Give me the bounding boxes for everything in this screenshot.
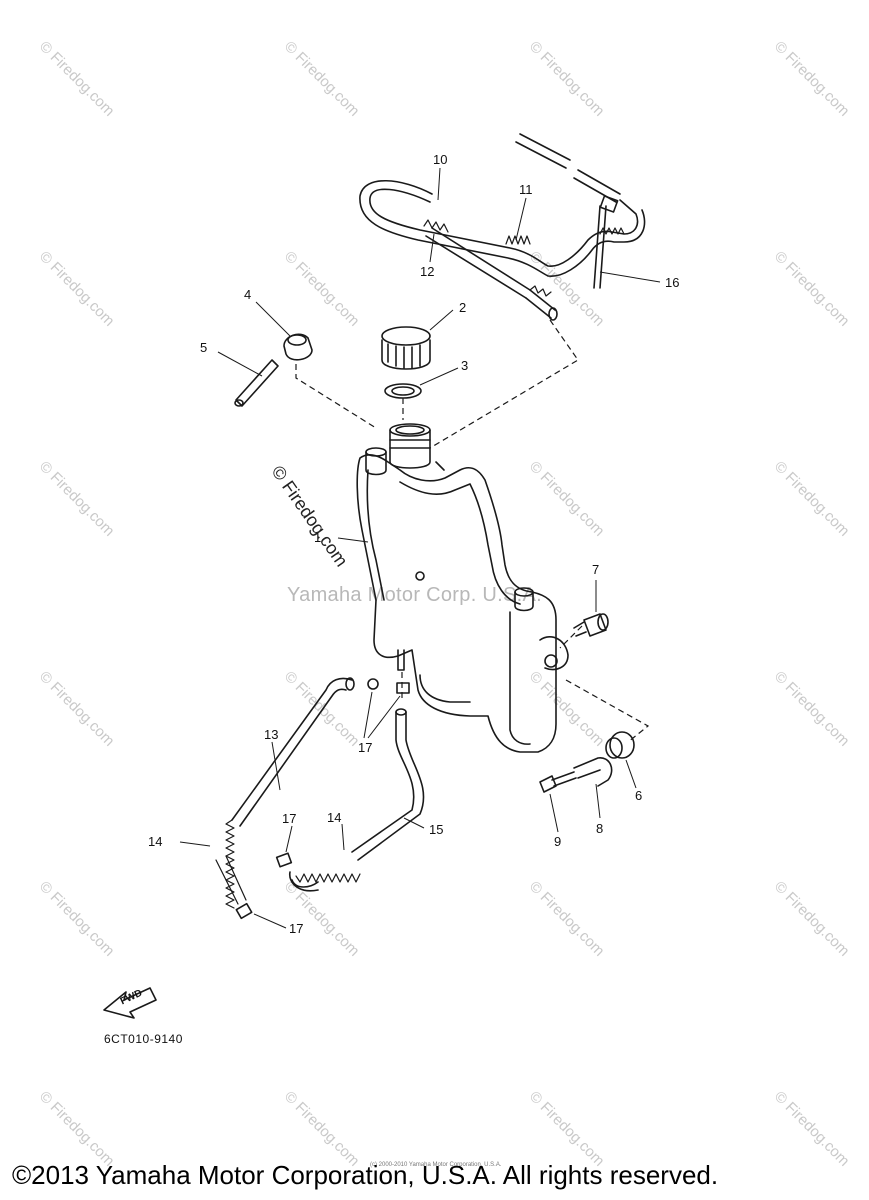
coolant-tank	[356, 423, 569, 753]
callout-16: 16	[665, 275, 680, 290]
hose-12	[425, 227, 558, 321]
spring-14a	[215, 819, 247, 909]
callout-11: 11	[519, 182, 533, 197]
hose-13	[231, 677, 355, 827]
callout-6: 6	[635, 788, 643, 803]
callout-13: 13	[264, 727, 279, 742]
spring-11	[505, 227, 625, 245]
clamp-17	[235, 678, 410, 920]
callout-17: 17	[358, 740, 373, 755]
callout-10: 10	[433, 152, 448, 167]
callout-1: 1	[314, 530, 322, 545]
fwd-arrow	[103, 987, 157, 1019]
callout-14: 14	[327, 810, 342, 825]
copyright-notice: ©2013 Yamaha Motor Corporation, U.S.A. A…	[12, 1160, 719, 1190]
grommet-6	[605, 731, 635, 759]
pipe-5	[234, 359, 279, 407]
radiator-cap	[381, 326, 431, 370]
hose-16	[515, 133, 621, 289]
callout-17: 17	[282, 811, 297, 826]
small-cap	[283, 333, 313, 361]
callout-3: 3	[461, 358, 469, 373]
callout-15: 15	[429, 822, 444, 837]
callout-5: 5	[200, 340, 208, 355]
bracket-8	[573, 757, 613, 787]
center-watermark: Yamaha Motor Corp. U.S.A.	[287, 584, 542, 606]
bolt-7	[573, 613, 609, 637]
callout-14: 14	[148, 834, 163, 849]
callout-4: 4	[244, 287, 252, 302]
callout-7: 7	[592, 562, 600, 577]
bolt-9	[539, 771, 577, 793]
callout-17: 17	[289, 921, 304, 936]
part-code: 6CT010-9140	[104, 1032, 183, 1046]
spring-12	[423, 219, 552, 297]
spring-14b	[295, 873, 361, 883]
callout-9: 9	[554, 834, 562, 849]
callout-2: 2	[459, 300, 467, 315]
gasket	[384, 383, 422, 399]
hose-15	[289, 708, 425, 892]
callout-8: 8	[596, 821, 604, 836]
tiny-credit: (c) 2000-2010 Yamaha Motor Corporation, …	[370, 1162, 502, 1168]
callout-12: 12	[420, 264, 435, 279]
